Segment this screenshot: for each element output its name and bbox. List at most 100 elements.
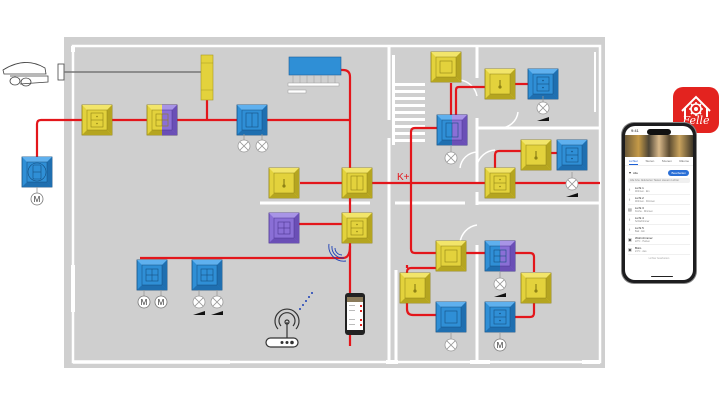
filter-icon: ▾ bbox=[629, 170, 632, 175]
blind-icon bbox=[493, 309, 507, 325]
blind-icon bbox=[90, 112, 104, 128]
motor-label: M bbox=[34, 195, 41, 204]
tab-raeume[interactable]: Räume bbox=[679, 159, 689, 163]
thermo-icon bbox=[413, 284, 417, 293]
quad-icon bbox=[493, 249, 507, 263]
blind-button-e bbox=[484, 167, 516, 199]
tab-lichter[interactable]: Lichter bbox=[629, 159, 639, 165]
edit-button[interactable]: Bearbeiten bbox=[668, 169, 689, 176]
list-footer[interactable]: Lichter bearbeiten bbox=[648, 257, 670, 260]
dimmer-actuator-left bbox=[191, 259, 223, 291]
weather-blind-sensor bbox=[81, 104, 113, 136]
tab-szenen[interactable]: Szenen bbox=[661, 159, 672, 163]
lamp-icon bbox=[255, 139, 269, 153]
push-button-4fold bbox=[146, 104, 178, 136]
app-tabs: Lichter Storen Szenen Räume bbox=[625, 157, 693, 166]
list-item-label: Licht 1 bbox=[635, 186, 644, 190]
lamp-icon bbox=[493, 277, 507, 291]
switch-actuator-stair bbox=[436, 114, 468, 146]
thermo-icon: ▣ bbox=[628, 246, 632, 252]
thermostat-room-ne bbox=[484, 68, 516, 100]
push-button-2fold-center bbox=[341, 167, 373, 199]
bulb-icon: ♀ bbox=[628, 186, 631, 192]
double-icon bbox=[445, 122, 459, 138]
thermo-icon bbox=[534, 284, 538, 293]
blind-button-center bbox=[341, 212, 373, 244]
small-phone-icon bbox=[345, 293, 365, 335]
walls bbox=[71, 44, 602, 364]
list-item-label: Wohnzimmer bbox=[635, 236, 653, 240]
quad-icon bbox=[155, 113, 169, 127]
room-thermostat-living bbox=[268, 167, 300, 199]
square-icon bbox=[439, 60, 453, 74]
home-indicator bbox=[651, 275, 673, 277]
weather-station-icon bbox=[2, 62, 65, 87]
quad-icon bbox=[145, 268, 159, 282]
list-item-sub: Schlafzimmer bbox=[635, 220, 650, 223]
phone-mockup: 9:41 Lichter Storen Szenen Räume ▾ Alle … bbox=[622, 123, 696, 283]
lamp-icon bbox=[237, 139, 251, 153]
actuator-bank bbox=[287, 56, 342, 94]
power-supply-device bbox=[200, 54, 214, 101]
status-time: 9:41 bbox=[631, 128, 639, 133]
list-item-label: Büro bbox=[635, 246, 642, 250]
blind-actuator-lower-right bbox=[484, 301, 516, 333]
motor-label: M bbox=[141, 298, 148, 307]
quad-icon bbox=[200, 268, 214, 282]
thermo-icon bbox=[534, 151, 538, 160]
thermostat-lower-left bbox=[399, 272, 431, 304]
search-input[interactable]: Alle bzw. Aktivierten Tasten steuern Lic… bbox=[628, 178, 690, 183]
motor-icon bbox=[154, 295, 168, 309]
square-icon bbox=[444, 310, 458, 324]
blind-icon bbox=[350, 220, 364, 236]
dimmer-actuator-ne bbox=[527, 68, 559, 100]
motor-label: M bbox=[497, 341, 504, 350]
staircase bbox=[392, 55, 425, 145]
wifi-router-icon bbox=[265, 308, 300, 348]
motor-label: M bbox=[158, 298, 165, 307]
rotary-icon bbox=[27, 162, 47, 182]
push-button-stair-top bbox=[430, 51, 462, 83]
lamp-icon bbox=[444, 338, 458, 352]
motor-icon bbox=[30, 192, 44, 206]
bus-label: K+ bbox=[397, 172, 410, 183]
switch-actuator-lower-left bbox=[435, 301, 467, 333]
lamp-icon bbox=[565, 177, 579, 191]
filter-dropdown[interactable]: Alle bbox=[633, 170, 639, 175]
lamp-icon bbox=[192, 295, 206, 309]
blind-icon bbox=[536, 76, 550, 92]
wifi-signal-dots bbox=[299, 292, 313, 310]
lamp-icon bbox=[444, 151, 458, 165]
list-item-sub: Wohnen · Ein bbox=[635, 190, 650, 193]
dimmer-actuator-e bbox=[556, 139, 588, 171]
wireless-push-button bbox=[268, 212, 300, 244]
bulb-icon: ♀ bbox=[628, 196, 631, 202]
gear-house-icon bbox=[681, 95, 711, 119]
double-icon bbox=[350, 175, 364, 191]
tab-storen[interactable]: Storen bbox=[645, 159, 655, 163]
list-item-label: Licht 2 bbox=[635, 196, 644, 200]
thermostat-lower-right bbox=[520, 272, 552, 304]
list-item-sub: Küche · Dimmen bbox=[635, 210, 653, 213]
bulb-icon: ♀ bbox=[628, 216, 631, 222]
blind-icon bbox=[565, 147, 579, 163]
blind-actuator-left bbox=[136, 259, 168, 291]
push-button-lower-left bbox=[435, 240, 467, 272]
list-item-label: Licht 4 bbox=[635, 216, 644, 220]
list-item-sub: 22°C · Heizen bbox=[635, 240, 650, 243]
switch-actuator-living bbox=[236, 104, 268, 136]
